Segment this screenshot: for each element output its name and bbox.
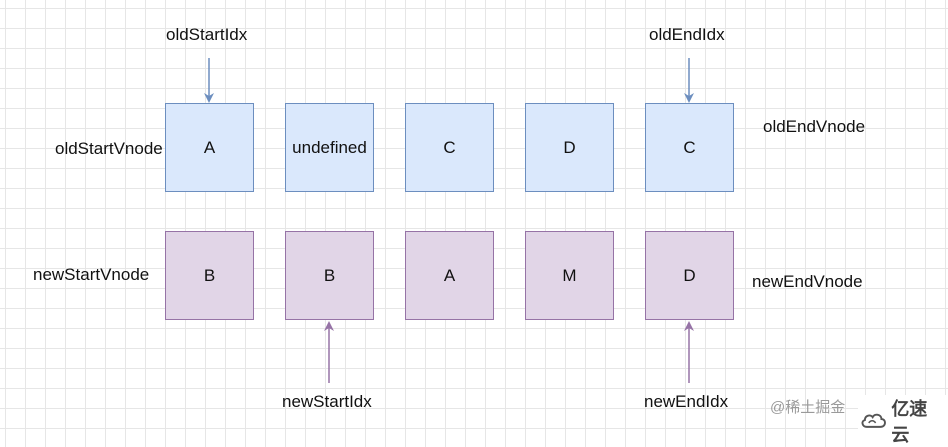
- yisu-logo: 亿速云: [858, 395, 948, 447]
- yisu-brand-text: 亿速云: [891, 399, 928, 445]
- old-node-4: C: [645, 103, 734, 192]
- new-node-1: B: [285, 231, 374, 320]
- old-start-idx-label: oldStartIdx: [166, 25, 248, 44]
- new-end-vnode-label: newEndVnode: [752, 272, 863, 291]
- new-node-0: B: [165, 231, 254, 320]
- old-node-0: A: [165, 103, 254, 192]
- new-end-idx-label: newEndIdx: [644, 392, 729, 411]
- old-start-vnode-label: oldStartVnode: [55, 139, 163, 158]
- pointer-arrows: [204, 58, 694, 383]
- old-end-idx-label: oldEndIdx: [649, 25, 725, 44]
- old-node-1: undefined: [285, 103, 374, 192]
- new-node-3: M: [525, 231, 614, 320]
- new-start-vnode-label: newStartVnode: [33, 265, 150, 284]
- juejin-watermark: @稀土掘金: [770, 399, 846, 416]
- old-node-3: D: [525, 103, 614, 192]
- cloud-logo-icon: [861, 413, 886, 428]
- old-node-2: C: [405, 103, 494, 192]
- new-start-idx-label: newStartIdx: [282, 392, 372, 411]
- old-end-vnode-label: oldEndVnode: [763, 117, 866, 136]
- new-node-4: D: [645, 231, 734, 320]
- new-node-2: A: [405, 231, 494, 320]
